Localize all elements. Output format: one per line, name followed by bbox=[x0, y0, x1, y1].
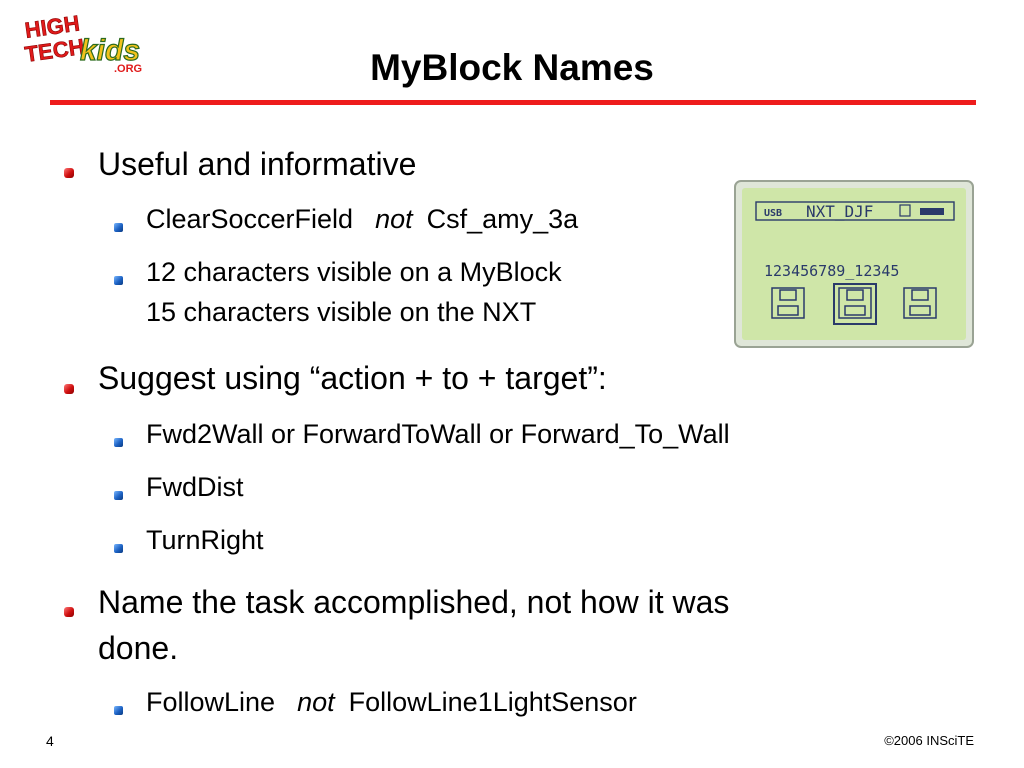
page-number: 4 bbox=[46, 733, 54, 749]
logo-high-text: HIGH bbox=[23, 14, 81, 43]
bad-name-text: Csf_amy_3a bbox=[426, 204, 579, 234]
level2-bullet-icon bbox=[114, 438, 123, 447]
nxt-lcd-screen-image: USB NXT_DJF 123456789_12345 bbox=[734, 180, 974, 348]
lcd-disk-icons bbox=[771, 283, 937, 325]
lcd-file-name: 123456789_12345 bbox=[764, 262, 899, 280]
slide-title: MyBlock Names bbox=[370, 47, 654, 88]
bullet-clear-soccer-field: ClearSoccerField not Csf_amy_3a bbox=[146, 203, 578, 235]
bullet-useful: Useful and informative bbox=[98, 146, 417, 182]
lcd-usb-label: USB bbox=[764, 208, 782, 219]
copyright-text: ©2006 INSciTE bbox=[884, 733, 974, 748]
good-name-text: ClearSoccerField bbox=[146, 204, 354, 234]
level1-bullet-icon bbox=[64, 607, 74, 617]
logo-org-text: .ORG bbox=[114, 63, 142, 75]
high-tech-kids-logo: HIGH TECH kids .ORG bbox=[23, 14, 142, 75]
title-underline bbox=[50, 100, 976, 105]
level2-bullet-icon bbox=[114, 544, 123, 553]
level2-bullet-icon bbox=[114, 706, 123, 715]
bullet-follow-line: FollowLine not FollowLine1LightSensor bbox=[146, 686, 637, 718]
bullet-name-task-line1: Name the task accomplished, not how it w… bbox=[98, 584, 730, 620]
bullet-turnright: TurnRight bbox=[146, 525, 264, 555]
bad-name-text: FollowLine1LightSensor bbox=[348, 687, 637, 717]
bullet-chars-nxt: 15 characters visible on the NXT bbox=[146, 297, 537, 327]
lcd-battery-icon bbox=[920, 208, 944, 215]
good-name-text: FollowLine bbox=[146, 687, 276, 717]
level2-bullet-icon bbox=[114, 491, 123, 500]
level2-bullet-icon bbox=[114, 276, 123, 285]
lcd-brick-name: NXT_DJF bbox=[806, 202, 873, 221]
bullet-name-task-line2: done. bbox=[98, 630, 179, 666]
not-text: not bbox=[375, 204, 413, 234]
bullet-fwddist: FwdDist bbox=[146, 472, 244, 502]
bullet-suggest: Suggest using “action + to + target”: bbox=[98, 360, 607, 396]
lcd-bluetooth-icon bbox=[899, 204, 911, 217]
level2-bullet-icon bbox=[114, 223, 123, 232]
level1-bullet-icon bbox=[64, 384, 74, 394]
bullet-chars-myblock: 12 characters visible on a MyBlock bbox=[146, 257, 562, 287]
not-text: not bbox=[297, 687, 335, 717]
logo-kids-text: kids bbox=[80, 34, 140, 67]
level1-bullet-icon bbox=[64, 168, 74, 178]
bullet-fwd2wall: Fwd2Wall or ForwardToWall or Forward_To_… bbox=[146, 419, 730, 449]
